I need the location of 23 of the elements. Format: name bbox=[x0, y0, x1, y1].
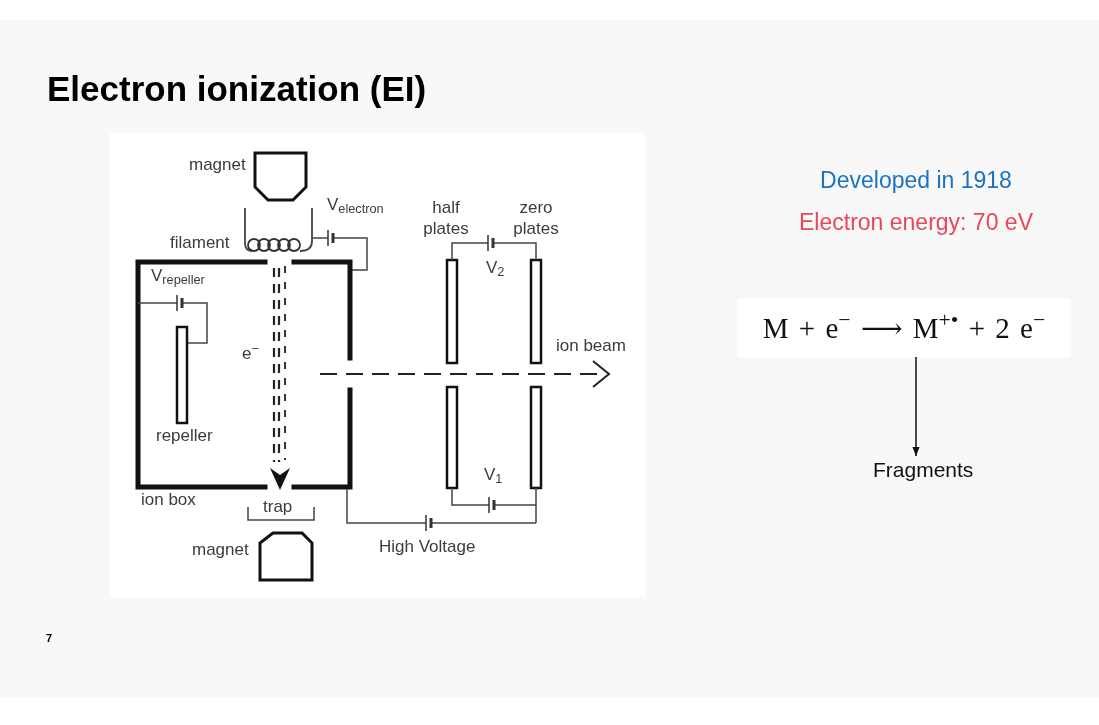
arrow bbox=[912, 356, 920, 457]
voltage-label: V$_{1}$ bbox=[484, 465, 503, 485]
note-text: Developed in 1918 bbox=[819, 166, 1013, 195]
equation-box bbox=[737, 299, 1071, 357]
note-text: Electron energy: 70 eV bbox=[798, 208, 1034, 237]
slide-title: Electron ionization (EI) bbox=[47, 69, 427, 109]
part-label: trap bbox=[263, 497, 293, 517]
part-label: ion box bbox=[141, 490, 196, 510]
voltage-label: V$_{repeller}$ bbox=[151, 266, 205, 286]
part-label: magnet bbox=[189, 155, 246, 175]
equation: M + e$^{−}$ ⟶ M$^{+•}$ + 2 e$^{−}$ bbox=[762, 311, 1046, 345]
voltage-label: V$_{2}$ bbox=[486, 258, 505, 278]
result-label: Fragments bbox=[873, 457, 974, 483]
voltage-label: V$_{electron}$ bbox=[327, 195, 384, 215]
voltage-label: High Voltage bbox=[379, 537, 476, 557]
part-label: repeller bbox=[156, 426, 213, 446]
part-label: half plates bbox=[422, 197, 470, 239]
part-label: magnet bbox=[192, 540, 249, 560]
page-number: 7 bbox=[46, 631, 53, 645]
part-label: zero plates bbox=[512, 197, 560, 239]
beam-label: ion beam bbox=[556, 336, 626, 356]
particle-label: e$^{−}$ bbox=[242, 344, 259, 364]
part-label: filament bbox=[170, 233, 230, 253]
